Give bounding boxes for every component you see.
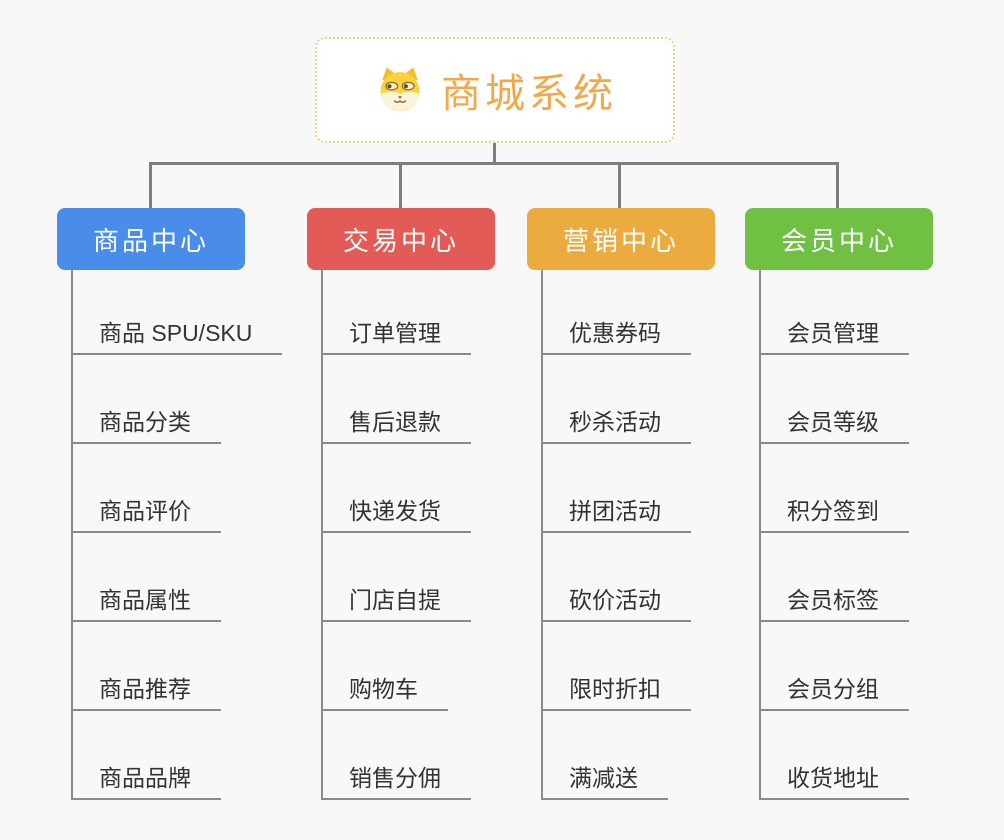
connector-drop-marketing: [618, 162, 621, 208]
leaf-label: 商品 SPU/SKU: [99, 320, 253, 346]
connector-drop-members: [836, 162, 839, 208]
leaf-label: 订单管理: [349, 320, 441, 346]
leaf-label: 会员管理: [787, 320, 879, 346]
connector-drop-products: [149, 162, 152, 208]
leaf-label: 商品属性: [99, 587, 191, 613]
leaf-item[interactable]: 砍价活动: [541, 580, 691, 622]
leaf-label: 快递发货: [349, 498, 441, 524]
leaf-label: 门店自提: [349, 587, 441, 613]
connector-horizontal-bar: [149, 162, 839, 165]
branch-column-members: 会员中心 会员管理 会员等级 积分签到 会员标签 会员分组 收货地址: [745, 0, 995, 840]
leaf-item[interactable]: 商品评价: [71, 491, 221, 533]
leaf-label: 秒杀活动: [569, 409, 661, 435]
leaf-item[interactable]: 商品分类: [71, 402, 221, 444]
leaf-item[interactable]: 会员等级: [759, 402, 909, 444]
leaf-label: 会员标签: [787, 587, 879, 613]
leaf-label: 商品分类: [99, 409, 191, 435]
leaf-label: 会员等级: [787, 409, 879, 435]
branch-node-members[interactable]: 会员中心: [745, 208, 933, 270]
leaf-item[interactable]: 拼团活动: [541, 491, 691, 533]
root-node[interactable]: 商城系统: [315, 37, 675, 143]
leaf-label: 商品品牌: [99, 765, 191, 791]
leaf-item[interactable]: 积分签到: [759, 491, 909, 533]
leaf-label: 砍价活动: [569, 587, 661, 613]
trunk-line: [321, 270, 323, 800]
leaf-item[interactable]: 快递发货: [321, 491, 471, 533]
leaf-item[interactable]: 满减送: [541, 758, 668, 800]
connector-drop-trade: [399, 162, 402, 208]
branch-node-products[interactable]: 商品中心: [57, 208, 245, 270]
leaf-item[interactable]: 秒杀活动: [541, 402, 691, 444]
leaf-item[interactable]: 限时折扣: [541, 669, 691, 711]
leaf-item[interactable]: 门店自提: [321, 580, 471, 622]
leaf-label: 满减送: [569, 765, 638, 791]
leaf-item[interactable]: 购物车: [321, 669, 448, 711]
leaf-label: 限时折扣: [569, 676, 661, 702]
leaf-label: 积分签到: [787, 498, 879, 524]
trunk-line: [71, 270, 73, 800]
leaf-item[interactable]: 会员分组: [759, 669, 909, 711]
leaf-label: 收货地址: [787, 765, 879, 791]
leaf-label: 销售分佣: [349, 765, 441, 791]
branch-column-products: 商品中心 商品 SPU/SKU 商品分类 商品评价 商品属性 商品推荐 商品品牌: [57, 0, 307, 840]
leaf-item[interactable]: 销售分佣: [321, 758, 471, 800]
leaf-item[interactable]: 会员标签: [759, 580, 909, 622]
leaf-label: 售后退款: [349, 409, 441, 435]
leaf-label: 拼团活动: [569, 498, 661, 524]
connector-root-stem: [493, 143, 496, 163]
leaf-item[interactable]: 收货地址: [759, 758, 909, 800]
leaf-item[interactable]: 商品 SPU/SKU: [71, 313, 283, 355]
branch-node-marketing[interactable]: 营销中心: [527, 208, 715, 270]
leaf-item[interactable]: 商品属性: [71, 580, 221, 622]
leaf-item[interactable]: 订单管理: [321, 313, 471, 355]
trunk-line: [541, 270, 543, 800]
branch-column-trade: 交易中心 订单管理 售后退款 快递发货 门店自提 购物车 销售分佣: [307, 0, 557, 840]
leaf-label: 购物车: [349, 676, 418, 702]
leaf-label: 会员分组: [787, 676, 879, 702]
branch-node-trade[interactable]: 交易中心: [307, 208, 495, 270]
leaf-item[interactable]: 优惠券码: [541, 313, 691, 355]
leaf-label: 商品评价: [99, 498, 191, 524]
doge-icon: [380, 67, 420, 112]
branch-column-marketing: 营销中心 优惠券码 秒杀活动 拼团活动 砍价活动 限时折扣 满减送: [527, 0, 777, 840]
leaf-item[interactable]: 会员管理: [759, 313, 909, 355]
root-title: 商城系统: [441, 72, 617, 116]
leaf-label: 商品推荐: [99, 676, 191, 702]
trunk-line: [759, 270, 761, 800]
leaf-item[interactable]: 商品品牌: [71, 758, 221, 800]
leaf-label: 优惠券码: [569, 320, 661, 346]
leaf-item[interactable]: 商品推荐: [71, 669, 221, 711]
leaf-item[interactable]: 售后退款: [321, 402, 471, 444]
